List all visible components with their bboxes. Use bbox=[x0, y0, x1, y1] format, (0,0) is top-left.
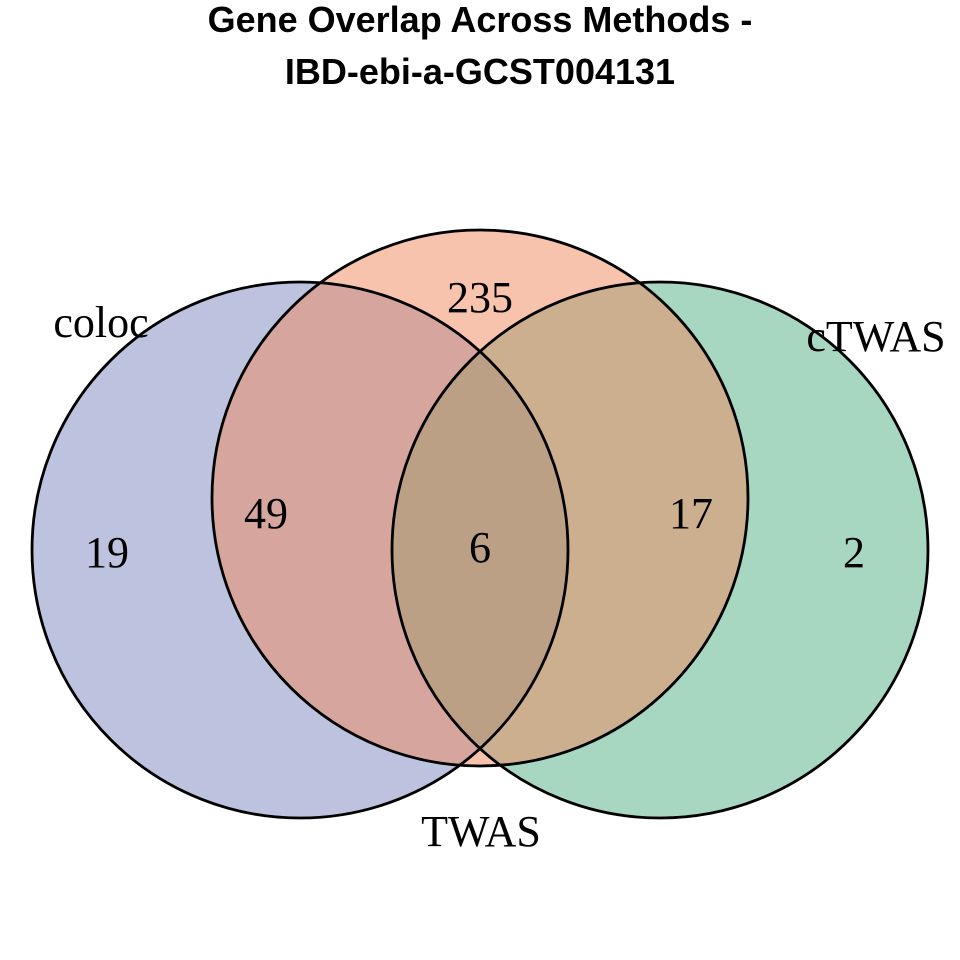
count-coloc-twas: 49 bbox=[244, 489, 288, 538]
twas-circle-fill bbox=[212, 230, 748, 766]
chart-title-line1: Gene Overlap Across Methods - bbox=[207, 0, 753, 40]
ctwas-circle-outline bbox=[390, 280, 930, 820]
label-ctwas: cTWAS bbox=[806, 312, 945, 361]
count-twas-only: 235 bbox=[447, 273, 513, 322]
venn-circle-fills bbox=[32, 230, 928, 818]
count-coloc-only: 19 bbox=[85, 528, 129, 577]
label-coloc: coloc bbox=[53, 298, 148, 347]
label-twas: TWAS bbox=[421, 807, 541, 856]
count-twas-ctwas: 17 bbox=[669, 489, 713, 538]
venn-region-counts: 235 19 49 6 17 2 bbox=[85, 273, 865, 577]
count-all-three: 6 bbox=[469, 523, 491, 572]
venn-circle-outlines bbox=[30, 228, 930, 820]
coloc-circle-outline bbox=[30, 280, 570, 820]
twas-circle-outline bbox=[210, 228, 750, 768]
chart-title-line2: IBD-ebi-a-GCST004131 bbox=[284, 51, 676, 92]
count-ctwas-only: 2 bbox=[843, 528, 865, 577]
chart-title: Gene Overlap Across Methods - IBD-ebi-a-… bbox=[0, 0, 960, 98]
venn-set-labels: coloc cTWAS TWAS bbox=[53, 298, 945, 856]
